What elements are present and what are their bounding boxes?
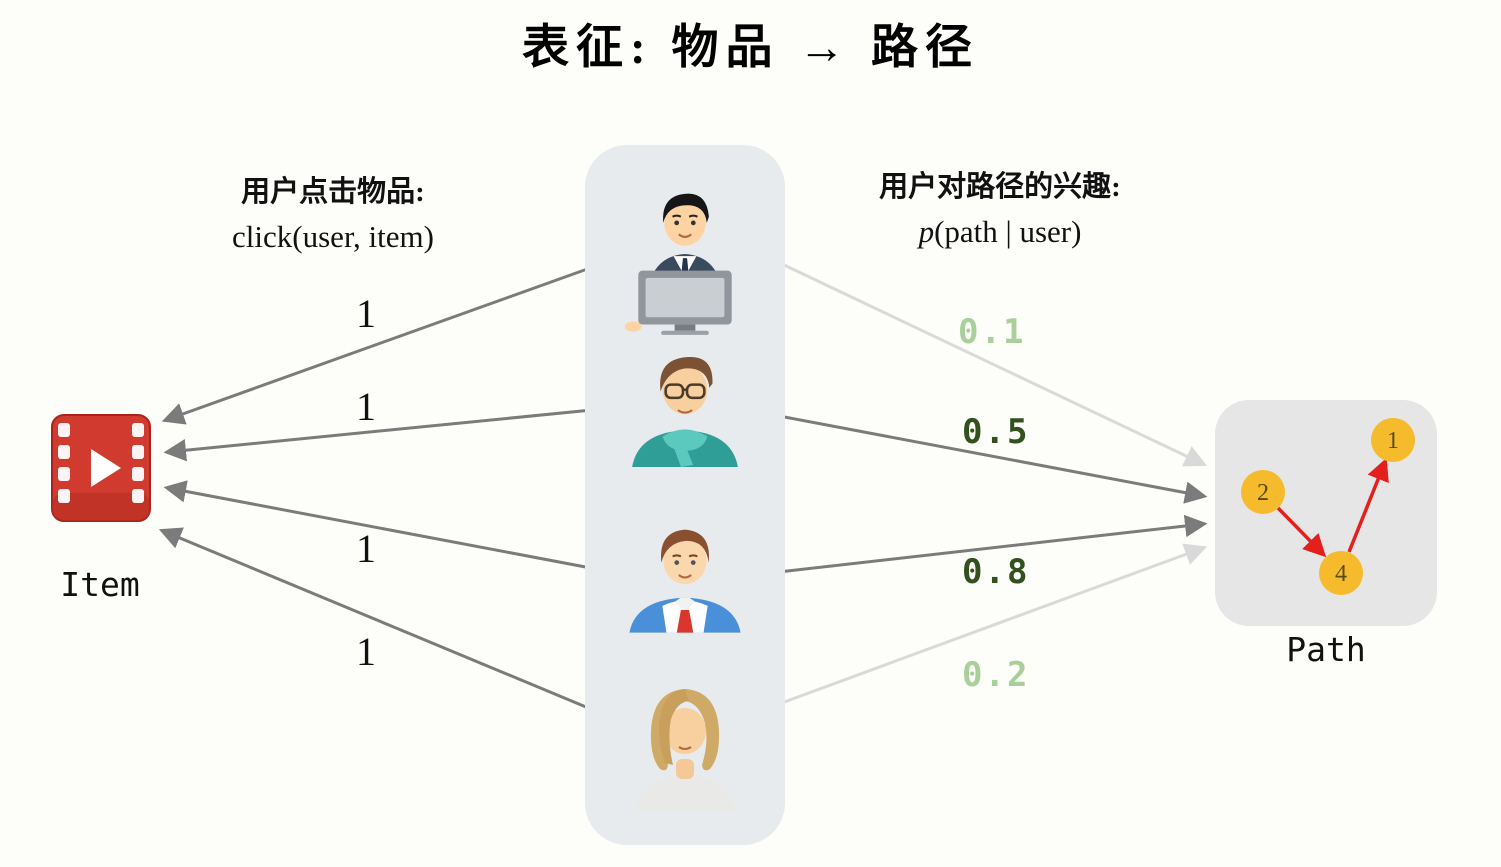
path-node-1: [1371, 418, 1415, 462]
path-graph: 2 4 1: [1241, 418, 1415, 595]
caption-user-clicks: 用户点击物品: click(user, item): [168, 168, 498, 255]
path-panel: 2 4 1: [1215, 400, 1437, 626]
path-node-1-label: 1: [1387, 428, 1399, 454]
caption-user-clicks-text: 用户点击物品:: [241, 176, 425, 208]
path-node-2-label: 2: [1257, 480, 1269, 506]
probability-formula-rest: (path | user): [934, 214, 1082, 249]
businessman-avatar-icon: [624, 193, 732, 335]
arrow-user2-to-path: [757, 410, 1208, 504]
probability-label-4: 0.2: [962, 655, 1030, 695]
path-node-2: [1241, 470, 1285, 514]
avatar-businessman-at-computer: [607, 171, 763, 337]
avatar-man-shirt-tie: [615, 521, 755, 633]
click-formula: click(user, item): [168, 219, 498, 255]
click-weight-label-2: 1: [356, 384, 376, 429]
probability-label-3: 0.8: [962, 552, 1030, 592]
item-label: Item: [60, 565, 140, 604]
click-formula-text: click(user, item): [232, 219, 434, 254]
arrow-user3-to-item: [163, 480, 613, 574]
arrow-user1-to-item: [161, 256, 619, 425]
path-edge-2-4: [1276, 506, 1327, 558]
arrow-user4-to-path: [756, 543, 1208, 714]
arrow-user4-to-item: [158, 527, 611, 719]
arrow-user2-to-item: [163, 406, 613, 462]
probability-label-1: 0.1: [958, 312, 1026, 352]
path-node-4: [1319, 551, 1363, 595]
probability-formula: p(path | user): [820, 214, 1180, 250]
probability-formula-var: p: [918, 214, 935, 249]
caption-path-interest-text: 用户对路径的兴趣:: [879, 171, 1121, 203]
item-video-icon: [50, 413, 152, 523]
man-shirt-red-tie-avatar-icon: [629, 529, 741, 633]
page-title: 表征: 物品 → 路径: [522, 22, 979, 74]
video-play-icon: [51, 414, 151, 522]
users-panel: [585, 145, 785, 845]
avatar-man-glasses-scarf: [613, 347, 757, 467]
probability-label-2: 0.5: [962, 412, 1030, 452]
avatar-woman-blonde: [613, 681, 757, 811]
click-weight-label-3: 1: [356, 526, 376, 571]
click-weight-label-1: 1: [356, 291, 376, 336]
woman-blonde-avatar-icon: [635, 689, 735, 811]
path-edge-4-1: [1347, 457, 1389, 553]
man-glasses-scarf-avatar-icon: [632, 357, 738, 467]
arrow-user3-to-path: [751, 514, 1208, 577]
path-label: Path: [1286, 630, 1366, 669]
click-weight-label-4: 1: [356, 629, 376, 674]
caption-path-interest: 用户对路径的兴趣: p(path | user): [820, 163, 1180, 250]
arrow-user1-to-path: [762, 253, 1208, 467]
path-node-4-label: 4: [1335, 561, 1347, 587]
